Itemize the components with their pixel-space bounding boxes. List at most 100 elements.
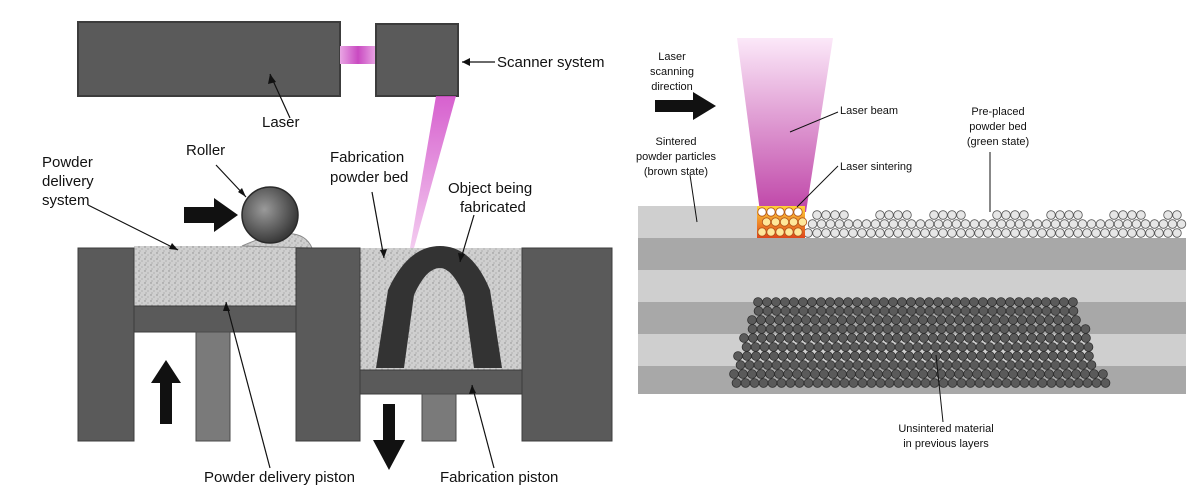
label-sintered-1: Sintered — [656, 136, 697, 148]
powder-particle — [825, 306, 836, 316]
powder-particle — [828, 315, 838, 325]
unsintered-particles — [729, 297, 1111, 388]
powder-particle — [852, 306, 863, 316]
powder-particle — [938, 228, 948, 238]
powder-particle — [1029, 342, 1040, 352]
powder-particle — [933, 306, 944, 316]
powder-particle — [886, 351, 896, 361]
powder-particle — [1127, 210, 1137, 220]
powder-particle — [780, 306, 791, 316]
powder-particle — [771, 306, 782, 316]
powder-particle — [839, 210, 849, 220]
powder-particle — [840, 342, 851, 352]
powder-particle — [969, 219, 980, 229]
powder-particle — [1046, 210, 1056, 220]
powder-particle — [1039, 351, 1049, 361]
powder-particle — [1032, 306, 1043, 316]
powder-particle — [900, 324, 911, 334]
powder-particle — [1053, 324, 1064, 334]
powder-particle — [965, 228, 975, 238]
label-object-2: fabricated — [460, 199, 526, 216]
powder-particle — [974, 378, 985, 388]
powder-particle — [1048, 351, 1058, 361]
powder-particle — [762, 360, 773, 370]
powder-particle — [1017, 324, 1028, 334]
powder-particle — [987, 219, 998, 229]
powder-particle — [942, 306, 953, 316]
powder-particle — [816, 297, 826, 307]
powder-particle — [947, 210, 957, 220]
powder-particle — [894, 342, 905, 352]
piston-up-arrow — [151, 360, 181, 424]
powder-particle — [900, 369, 910, 379]
powder-particle — [966, 342, 977, 352]
powder-particle — [834, 306, 845, 316]
powder-particle — [1023, 297, 1033, 307]
powder-particle — [1032, 219, 1043, 229]
powder-particle — [784, 333, 794, 343]
powder-particle — [873, 369, 883, 379]
powder-particle — [913, 351, 923, 361]
powder-particle — [978, 297, 988, 307]
powder-particle — [1054, 333, 1064, 343]
powder-particle — [951, 297, 961, 307]
powder-particle — [850, 351, 860, 361]
powder-particle — [990, 315, 1000, 325]
powder-particle — [1084, 351, 1094, 361]
powder-particle — [915, 360, 926, 370]
powder-particle — [949, 351, 959, 361]
powder-particle — [893, 228, 903, 238]
powder-particle — [1172, 210, 1182, 220]
powder-particle — [963, 315, 973, 325]
powder-particle — [846, 324, 857, 334]
powder-particle — [789, 306, 800, 316]
powder-particle — [766, 207, 776, 217]
fab-piston-rod — [421, 393, 457, 442]
powder-particle — [902, 378, 913, 388]
label-fab-piston: Fabrication piston — [440, 469, 558, 486]
powder-particle — [929, 210, 939, 220]
powder-particle — [879, 360, 890, 370]
powder-particle — [938, 210, 948, 220]
powder-particle — [987, 297, 997, 307]
powder-particle — [1037, 228, 1047, 238]
powder-particle — [983, 228, 993, 238]
powder-particle — [960, 306, 971, 316]
powder-particle — [747, 324, 758, 334]
powder-particle — [810, 315, 820, 325]
powder-particle — [996, 297, 1006, 307]
powder-particle — [992, 228, 1002, 238]
powder-particle — [852, 297, 862, 307]
powder-particle — [975, 342, 986, 352]
powder-particle — [999, 369, 1009, 379]
powder-particle — [1098, 369, 1108, 379]
powder-particle — [1062, 369, 1072, 379]
powder-particle — [1014, 219, 1025, 229]
powder-particle — [807, 219, 818, 229]
powder-particle — [888, 219, 899, 229]
powder-particle — [783, 369, 793, 379]
powder-particle — [1176, 219, 1187, 229]
powder-particle — [802, 333, 812, 343]
piston-down-arrow — [373, 404, 405, 470]
powder-particle — [963, 324, 974, 334]
powder-particle — [1005, 219, 1016, 229]
label-sintered-3: (brown state) — [644, 166, 708, 178]
powder-particle — [888, 360, 899, 370]
powder-particle — [956, 210, 966, 220]
powder-particle — [1118, 210, 1128, 220]
powder-particle — [758, 378, 769, 388]
powder-particle — [927, 315, 937, 325]
left-panel: Laser Scanner system Roller Powder deliv… — [42, 21, 613, 486]
powder-particle — [1113, 219, 1124, 229]
powder-particle — [936, 315, 946, 325]
powder-particle — [1050, 219, 1061, 229]
powder-particle — [928, 333, 938, 343]
powder-particle — [753, 306, 764, 316]
powder-particle — [864, 324, 875, 334]
powder-particle — [924, 306, 935, 316]
powder-particle — [906, 360, 917, 370]
powder-particle — [983, 378, 994, 388]
powder-particle — [832, 351, 842, 361]
powder-particle — [1020, 342, 1031, 352]
